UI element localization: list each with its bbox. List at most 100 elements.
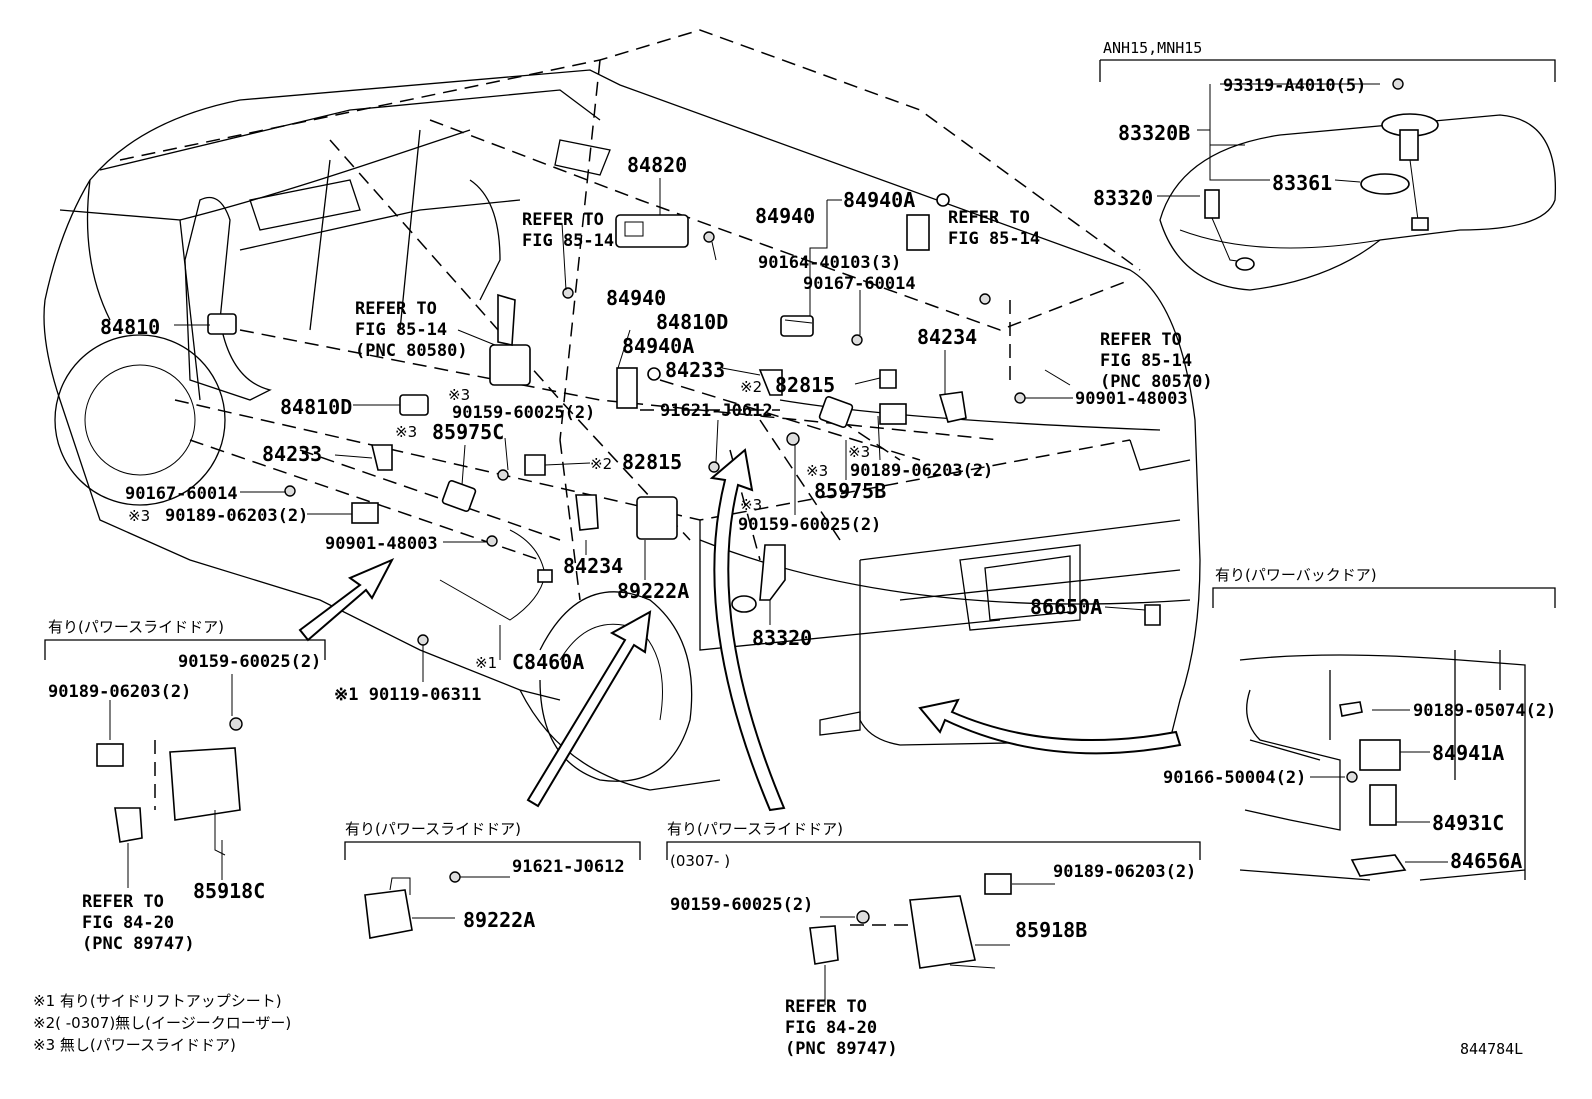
motor-box1: [114, 807, 143, 843]
part-90189-box3: 90189-06203(2): [1053, 862, 1196, 882]
section-bracket: [1099, 59, 1556, 82]
box2-header: 有り(パワースライドドア): [345, 820, 521, 838]
part-90119: ※1 90119-06311: [334, 685, 481, 705]
part-90166: 90166-50004(2): [1163, 768, 1306, 788]
socket-mid-shape: [616, 367, 638, 409]
part-90159-left: 90159-60025(2): [452, 403, 595, 423]
part-83320-top: 83320: [1093, 186, 1153, 210]
footnote-2: ※2( -0307)無し(イージークローザー): [33, 1014, 291, 1032]
diagram-code: 844784L: [1460, 1040, 1523, 1058]
refer-c-line2: FIG 85-14: [355, 320, 447, 340]
screw-shape: [786, 432, 800, 446]
mark-3-c: ※3: [740, 496, 762, 514]
screw-shape: [497, 469, 509, 481]
date-range: (0307- ): [670, 852, 730, 870]
refer-a-line1: REFER TO: [522, 210, 604, 230]
screw-shape: [979, 293, 991, 305]
part-86650a: 86650A: [1030, 595, 1102, 619]
sender-83320-shape: [759, 544, 786, 601]
bracket-84233-left-shape: [370, 444, 393, 471]
refer-e-line3: (PNC 89747): [82, 934, 195, 954]
part-84940-top: 84940: [755, 204, 815, 228]
part-90164: 90164-40103(3): [758, 253, 901, 273]
lock-85975c-shape: [441, 479, 477, 513]
screw-90166: [1346, 771, 1358, 783]
part-85918c: 85918C: [193, 879, 265, 903]
part-89222a-mid: 89222A: [617, 579, 689, 603]
screw-box1: [229, 717, 243, 731]
box1-header: 有り(パワースライドドア): [48, 618, 224, 636]
part-84941a: 84941A: [1432, 741, 1504, 765]
connector-shape: [879, 403, 907, 425]
part-90159-box1: 90159-60025(2): [178, 652, 321, 672]
back-door-section: [1212, 587, 1556, 881]
part-90159-mid: 90159-60025(2): [738, 515, 881, 535]
part-93319: 93319-A4010(5): [1223, 76, 1366, 96]
part-90189-right: 90189-06203(2): [850, 461, 993, 481]
actuator-bracket-shape: [497, 293, 516, 346]
screw-shape: [703, 231, 715, 243]
lock-85975b-shape: [818, 395, 854, 429]
refer-e-line2: FIG 84-20: [82, 913, 174, 933]
actuator-shape: [489, 344, 531, 386]
box3-header: 有り(パワースライドドア): [667, 820, 843, 838]
part-84656a: 84656A: [1450, 849, 1522, 873]
part-83361: 83361: [1272, 171, 1332, 195]
switch-84931c-shape: [1369, 784, 1397, 826]
screw-shape: [1014, 392, 1026, 404]
part-91621-mid: 91621-J0612: [660, 401, 773, 421]
mark-3-f: ※3: [128, 507, 150, 525]
part-84940-mid: 84940: [606, 286, 666, 310]
pump-body-shape: [1399, 129, 1419, 161]
connector-box1: [96, 743, 124, 767]
part-shapes: [207, 193, 1161, 646]
bulb-shape: [936, 193, 950, 207]
footnote-1: ※1 有り(サイドリフトアップシート): [33, 992, 282, 1010]
screw-93319: [1392, 78, 1404, 90]
motor-box3: [809, 925, 839, 965]
switch-84810d-left-shape: [399, 394, 429, 416]
part-84810d-left: 84810D: [280, 395, 352, 419]
sender-float: [1235, 257, 1255, 271]
mark-2-right: ※2: [740, 378, 762, 396]
connector-box3: [984, 873, 1012, 895]
buzzer-86650a-shape: [1144, 604, 1161, 626]
socket-shape: [906, 214, 930, 251]
refer-f-line1: REFER TO: [785, 997, 867, 1017]
bulb-mid-shape: [647, 367, 661, 381]
direction-arrows: [298, 448, 1182, 812]
slide-door-box-left: [44, 639, 326, 888]
part-84810d-right: 84810D: [656, 310, 728, 334]
leader-lines: [174, 178, 1146, 682]
part-90167-left: 90167-60014: [125, 484, 238, 504]
switch-84810d-shape: [780, 315, 814, 337]
switch-84820-detail: [624, 221, 644, 237]
float-shape: [731, 595, 757, 613]
part-90901-left: 90901-48003: [325, 534, 438, 554]
part-84233-mid: 84233: [665, 358, 725, 382]
part-85975c: 85975C: [432, 420, 504, 444]
part-84810: 84810: [100, 315, 160, 339]
mark-1-a: ※1: [475, 654, 497, 672]
part-85918b: 85918B: [1015, 918, 1087, 942]
fuel-tank-shape: [1159, 114, 1557, 291]
connector-c8460a-shape: [537, 569, 553, 583]
refer-c-line1: REFER TO: [355, 299, 437, 319]
refer-f-line3: (PNC 89747): [785, 1039, 898, 1059]
pump-float: [1411, 217, 1429, 231]
labels: ANH15,MNH15 93319-A4010(5) 83320B 83361 …: [33, 39, 1556, 1059]
nut-90189-05074: [1339, 701, 1363, 717]
refer-d-line2: FIG 85-14: [1100, 351, 1192, 371]
bracket-84233-shape: [758, 369, 783, 396]
sender-arm: [1211, 217, 1246, 263]
switch-84810-shape: [207, 313, 237, 335]
refer-d-line3: (PNC 80570): [1100, 372, 1213, 392]
vehicle-outline: [43, 29, 1201, 791]
refer-d-line1: REFER TO: [1100, 330, 1182, 350]
part-c8460a: C8460A: [512, 650, 584, 674]
bracket-84234-mid-shape: [575, 494, 599, 531]
screw-box3: [856, 910, 870, 924]
refer-b-line1: REFER TO: [948, 208, 1030, 228]
refer-a-line2: FIG 85-14: [522, 231, 614, 251]
